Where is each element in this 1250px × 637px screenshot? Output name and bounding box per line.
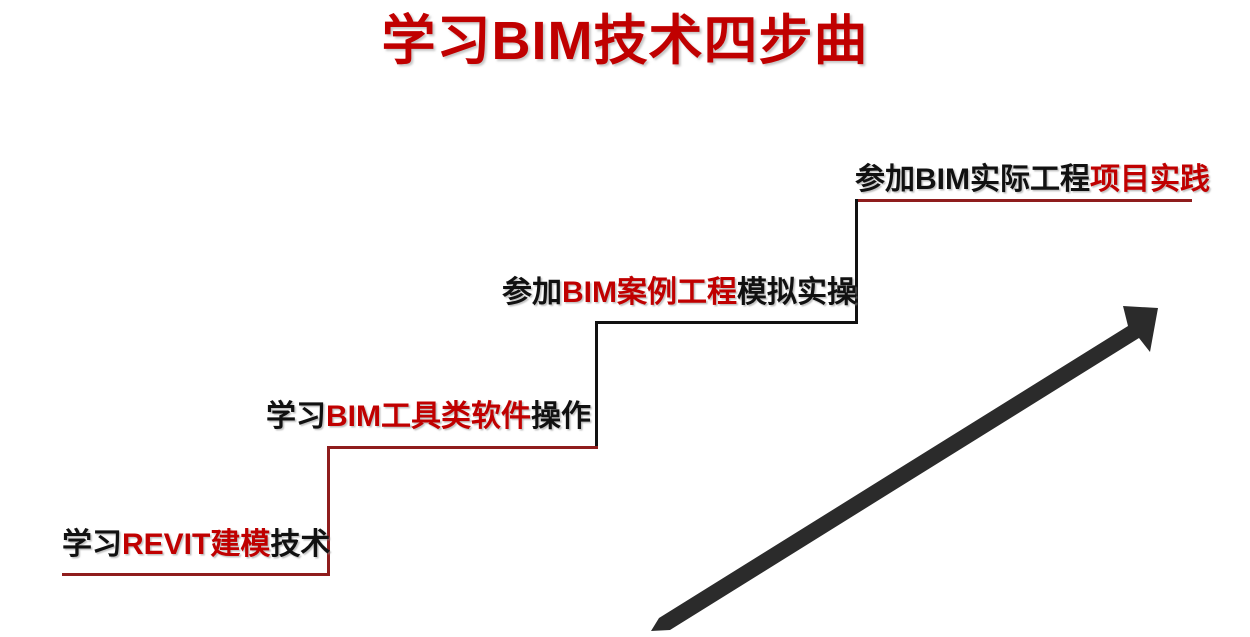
growth-arrow-shape	[651, 306, 1158, 631]
step-4-tread	[855, 199, 1192, 202]
step-2-label-suffix: 操作	[531, 400, 591, 433]
step-3-label-prefix: 参加	[502, 276, 562, 309]
step-2-tread	[327, 446, 598, 449]
step-1-label: 学习REVIT建模技术	[62, 530, 330, 560]
step-1-label-prefix: 学习	[62, 528, 122, 561]
step-3-tread	[595, 321, 858, 324]
step-1-label-suffix: 技术	[270, 528, 331, 561]
step-2-label-prefix: 学习	[266, 400, 326, 433]
step-1-label-accent: REVIT建模	[122, 528, 271, 561]
step-3-label-accent: BIM案例工程	[562, 276, 737, 309]
step-2-label-accent: BIM工具类软件	[326, 400, 531, 433]
step-4-label-accent: 项目实践	[1090, 163, 1210, 196]
step-4-label: 参加BIM实际工程项目实践	[855, 165, 1210, 195]
step-2-riser	[595, 321, 598, 449]
step-1-tread	[62, 573, 330, 576]
step-1-riser	[327, 446, 330, 576]
step-4-label-prefix: 参加BIM实际工程	[855, 163, 1090, 196]
step-3-riser	[855, 199, 858, 323]
step-3-label-suffix: 模拟实操	[737, 276, 857, 309]
step-3-label: 参加BIM案例工程模拟实操	[502, 278, 857, 308]
step-2-label: 学习BIM工具类软件操作	[266, 402, 591, 432]
page-title: 学习BIM技术四步曲	[381, 11, 869, 71]
